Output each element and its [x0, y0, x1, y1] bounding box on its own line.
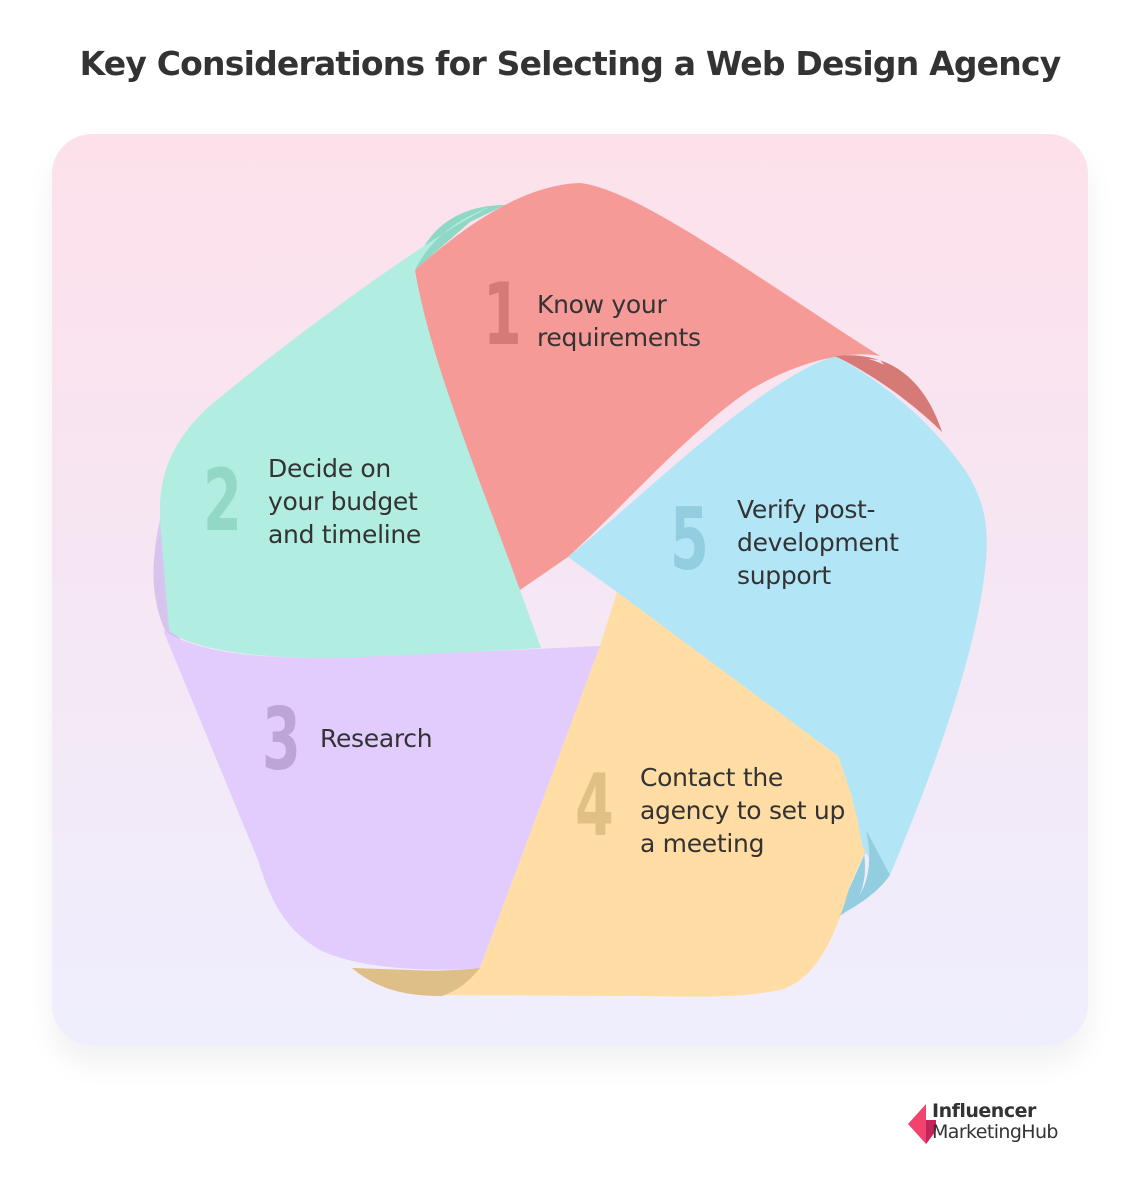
- step-3-line: Research: [320, 724, 433, 753]
- step-3-number: 3: [262, 690, 301, 790]
- red-fold-over: [835, 355, 942, 432]
- step-1-number: 1: [483, 265, 522, 365]
- step-4-line: Contact the: [640, 763, 783, 792]
- step-2-line: your budget: [268, 487, 418, 516]
- logo-text-influencer: Influencer: [932, 1100, 1036, 1122]
- red-fold-shade: [835, 355, 942, 432]
- step-1-shape: [415, 183, 880, 590]
- step-5-label: Verify post- development support: [737, 493, 899, 592]
- step-4-label: Contact the agency to set up a meeting: [640, 761, 845, 860]
- step-4-number: 4: [575, 756, 614, 856]
- green-fold-shade: [415, 205, 505, 270]
- step-3-label: Research: [320, 722, 433, 755]
- purple-fold-over: [153, 520, 215, 656]
- step-1-line: requirements: [537, 323, 701, 352]
- step-5-number: 5: [670, 490, 709, 590]
- page-title: Key Considerations for Selecting a Web D…: [79, 44, 1062, 83]
- logo-text-marketinghub: MarketingHub: [932, 1121, 1058, 1143]
- step-5-shape: [568, 356, 987, 876]
- step-2-line: and timeline: [268, 520, 421, 549]
- step-4-line: a meeting: [640, 829, 765, 858]
- step-5-line: Verify post-: [737, 495, 876, 524]
- influencer-marketing-hub-logo: Influencer MarketingHub: [906, 1100, 1096, 1150]
- step-3-shape: [163, 630, 600, 970]
- yellow-fold-over: [352, 968, 480, 996]
- step-2-label: Decide on your budget and timeline: [268, 452, 421, 551]
- step-2-line: Decide on: [268, 454, 391, 483]
- step-5-line: support: [737, 561, 831, 590]
- step-2-number: 2: [203, 451, 242, 551]
- step-4-shape: [440, 592, 868, 997]
- step-2-shape: [160, 207, 541, 659]
- step-4-line: agency to set up: [640, 796, 846, 825]
- blue-fold-over: [838, 830, 890, 916]
- logo-diamond-icon: [908, 1104, 936, 1144]
- step-1-label: Know your requirements: [537, 288, 701, 354]
- step-1-line: Know your: [537, 290, 667, 319]
- step-5-line: development: [737, 528, 899, 557]
